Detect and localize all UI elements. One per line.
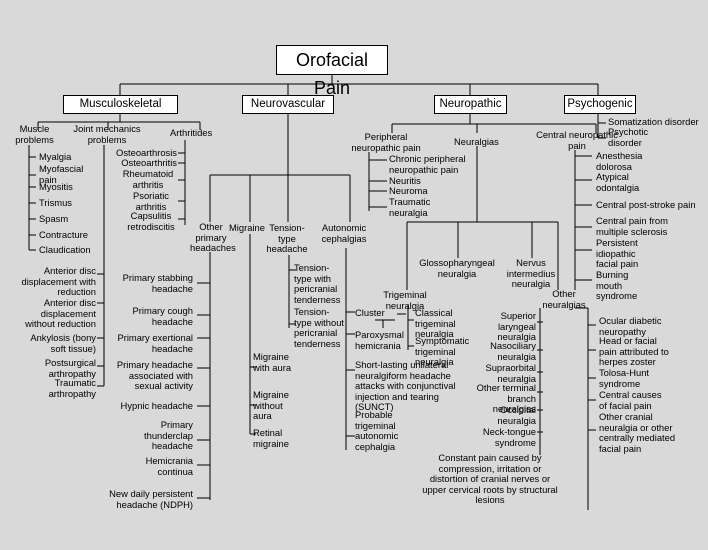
other-neuralgia-neck-tongue: Neck-tongue syndrome bbox=[482, 426, 536, 448]
central-neuropathic-label: Central neuropathic pain bbox=[536, 129, 618, 151]
central-item-persistent-idiopathic: Persistent idiopathic facial pain bbox=[596, 237, 639, 269]
central-item-post-stroke: Central post-stroke pain bbox=[596, 199, 696, 210]
peripheral-item-traumatic: Traumatic neuralgia bbox=[389, 196, 431, 218]
peripheral-item-chronic: Chronic peripheral neuropathic pain bbox=[389, 153, 466, 175]
neuralgias-label: Neuralgias bbox=[454, 136, 499, 147]
trigeminal-neuralgia-label: Trigeminal neuralgia bbox=[383, 289, 427, 311]
tension-item-without-tenderness: Tension-type without pericranial tendern… bbox=[294, 306, 345, 349]
other-neuralgia-nasociliary: Nasociliary neuralgia bbox=[490, 340, 536, 362]
peripheral-item-neuritis: Neuritis bbox=[389, 175, 421, 186]
trigeminal-item-symptomatic: Symptomatic trigeminal neuralgia bbox=[415, 335, 470, 367]
other-primary-item-cough: Primary cough headache bbox=[132, 305, 193, 327]
category-neuropathic: Neuropathic bbox=[434, 95, 507, 114]
category-musculoskeletal: Musculoskeletal bbox=[63, 95, 178, 114]
joint-item-traumatic: Traumatic arthropathy bbox=[48, 377, 96, 399]
other-neuralgia-ocular-diabetic: Ocular diabetic neuropathy bbox=[599, 315, 662, 337]
arthritides-item-osteoarthritis: Osteoarthritis bbox=[121, 157, 177, 168]
other-neuralgia-terminal-branch: Other terminal branch neuralgias bbox=[476, 382, 536, 414]
peripheral-item-neuroma: Neuroma bbox=[389, 185, 428, 196]
joint-item-postsurgical: Postsurgical arthropathy bbox=[44, 357, 96, 379]
muscle-problems-label: Muscle problems bbox=[15, 123, 54, 145]
arthritides-label: Arthritides bbox=[170, 127, 213, 138]
trigeminal-item-classical: Classical trigeminal neuralgia bbox=[415, 307, 456, 339]
muscle-item-trismus: Trismus bbox=[39, 197, 72, 208]
joint-item-add-with-reduction: Anterior disc displacement with reductio… bbox=[21, 265, 96, 297]
category-psychogenic: Psychogenic bbox=[564, 95, 636, 114]
other-neuralgia-herpes-zoster: Head or facial pain attributed to herpes… bbox=[599, 335, 669, 367]
autonomic-item-cluster: Cluster bbox=[355, 307, 385, 318]
central-item-anesthesia-dolorosa: Anesthesia dolorosa bbox=[596, 150, 643, 172]
other-primary-item-sexual: Primary headache associated with sexual … bbox=[116, 359, 193, 391]
muscle-item-myalgia: Myalgia bbox=[39, 151, 72, 162]
joint-mechanics-label: Joint mechanics problems bbox=[73, 123, 141, 145]
arthritides-item-psoriatic: Psoriatic arthritis bbox=[133, 190, 169, 212]
other-neuralgia-other-cranial: Other cranial neuralgia or other central… bbox=[599, 411, 676, 454]
muscle-item-myofascial: Myofascial pain bbox=[39, 163, 84, 185]
other-primary-item-stabbing: Primary stabbing headache bbox=[122, 272, 193, 294]
autonomic-item-probable: Probable trigeminal autonomic cephalgia bbox=[355, 409, 399, 452]
joint-item-ankylosis: Ankylosis (bony soft tissue) bbox=[30, 332, 96, 354]
category-neurovascular: Neurovascular bbox=[242, 95, 334, 114]
central-item-multiple-sclerosis: Central pain from multiple sclerosis bbox=[596, 215, 668, 237]
other-neuralgia-central-causes: Central causes of facial pain bbox=[599, 389, 662, 411]
autonomic-cephalgias-label: Autonomic cephalgias bbox=[321, 222, 367, 244]
title-box: Orofacial Pain bbox=[276, 45, 388, 98]
central-item-atypical-odontalgia: Atypical odontalgia bbox=[596, 171, 640, 193]
tension-type-label: Tension-type headache bbox=[266, 222, 308, 254]
peripheral-neuropathic-label: Peripheral neuropathic pain bbox=[351, 131, 421, 153]
arthritides-item-osteoarthrosis: Osteoarthrosis bbox=[116, 147, 177, 158]
other-neuralgia-tolosa-hunt: Tolosa-Hunt syndrome bbox=[599, 367, 650, 389]
muscle-item-claudication: Claudication bbox=[39, 244, 91, 255]
other-neuralgia-supraorbital: Supraorbital neuralgia bbox=[485, 362, 536, 384]
autonomic-item-sunct: Short-lasting unilateral neuralgiform he… bbox=[355, 359, 456, 412]
migraine-item-without-aura: Migraine without aura bbox=[253, 389, 289, 421]
migraine-label: Migraine bbox=[229, 222, 265, 233]
other-primary-item-ndph: New daily persistent headache (NDPH) bbox=[109, 488, 193, 510]
other-neuralgia-occipital: Occipital neuralgia bbox=[497, 404, 536, 426]
autonomic-item-paroxysmal: Paroxysmal hemicrania bbox=[355, 329, 404, 351]
muscle-item-contracture: Contracture bbox=[39, 229, 88, 240]
migraine-item-retinal: Retinal migraine bbox=[253, 427, 289, 449]
muscle-item-myositis: Myositis bbox=[39, 181, 73, 192]
tension-item-with-tenderness: Tension-type with pericranial tenderness bbox=[294, 262, 341, 305]
other-primary-item-thunderclap: Primary thunderclap headache bbox=[144, 419, 193, 451]
other-primary-item-hypnic: Hypnic headache bbox=[120, 400, 193, 411]
nervus-intermedius-label: Nervus intermedius neuralgia bbox=[506, 257, 556, 289]
other-primary-item-exertional: Primary exertional headache bbox=[117, 332, 193, 354]
psychogenic-item-somatization: Somatization disorder bbox=[608, 116, 699, 127]
other-primary-headaches-label: Other primary headaches bbox=[190, 221, 236, 253]
other-primary-item-hemicrania: Hemicrania continua bbox=[145, 455, 193, 477]
other-neuralgia-superior-laryngeal: Superior laryngeal neuralgia bbox=[497, 310, 536, 342]
central-item-burning-mouth: Burning mouth syndrome bbox=[596, 269, 638, 301]
joint-item-add-without-reduction: Anterior disc displacement without reduc… bbox=[25, 297, 96, 329]
muscle-item-spasm: Spasm bbox=[39, 213, 69, 224]
arthritides-item-rheumatoid: Rheumatoid arthritis bbox=[122, 168, 174, 190]
glossopharyngeal-label: Glossopharyngeal neuralgia bbox=[419, 257, 495, 279]
psychogenic-item-psychotic: Psychotic disorder bbox=[608, 126, 649, 148]
arthritides-item-capsulitis: Capsulitis retrodiscitis bbox=[127, 210, 175, 232]
migraine-item-with-aura: Migraine with aura bbox=[253, 351, 292, 373]
other-neuralgias-label: Other neuralgias bbox=[542, 288, 586, 310]
other-neuralgia-constant-pain: Constant pain caused by compression, irr… bbox=[422, 452, 558, 505]
